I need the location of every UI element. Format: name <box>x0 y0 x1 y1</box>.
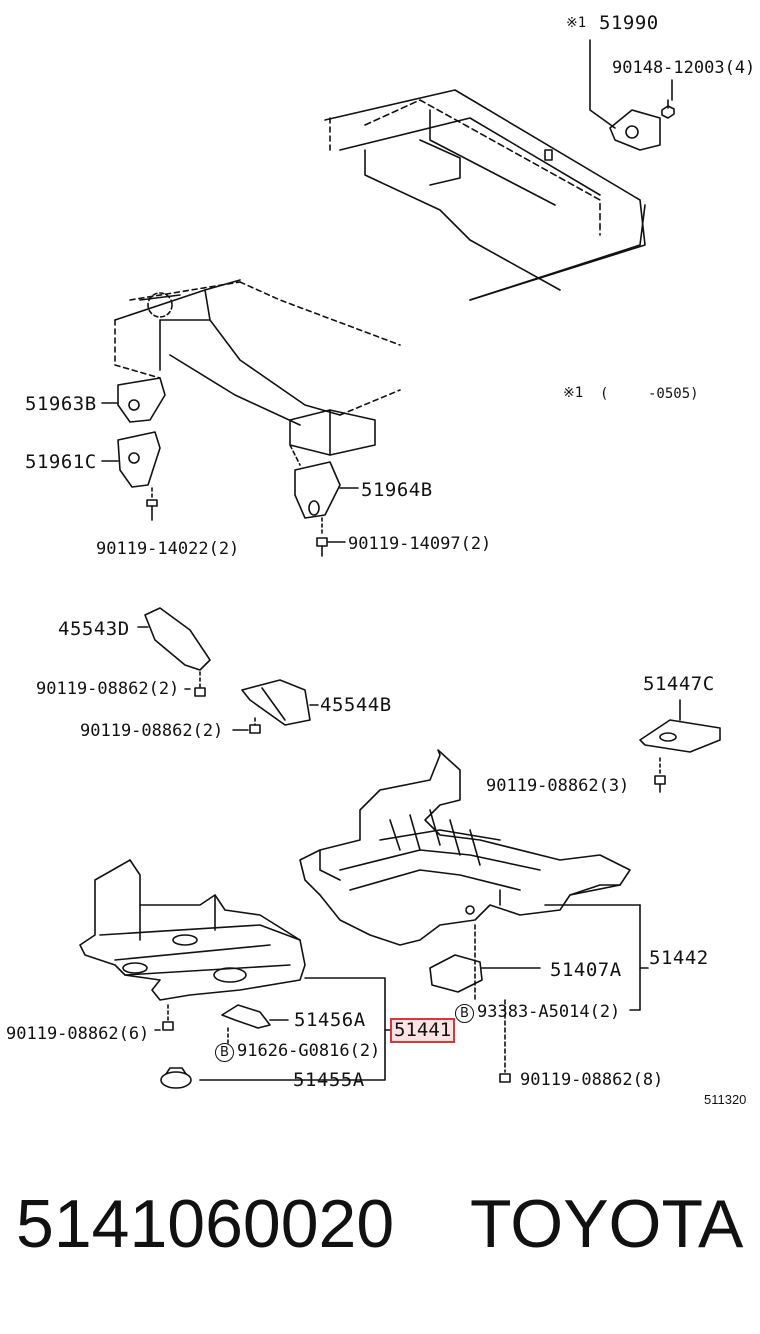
bracket-51990 <box>589 39 675 151</box>
bracket-51964b <box>294 461 359 557</box>
figure-reference: 511320 <box>704 1092 747 1107</box>
bracket-45543d <box>137 607 211 697</box>
note-range-value: -0505) <box>648 386 699 402</box>
bracket-51407a <box>429 924 649 1083</box>
label-90119-14097[interactable]: 90119-14097(2) <box>348 534 492 554</box>
front-frame <box>114 279 401 466</box>
label-51441-highlighted[interactable]: 51441 <box>390 1018 456 1043</box>
engine-under-cover <box>299 749 641 1011</box>
note-mark: ※1 <box>566 15 587 31</box>
label-51442[interactable]: 51442 <box>649 947 709 969</box>
label-90119-14022[interactable]: 90119-14022(2) <box>96 539 240 559</box>
label-51964b[interactable]: 51964B <box>361 479 433 501</box>
label-90119-08862-b[interactable]: 90119-08862(2) <box>80 721 224 741</box>
circle-b-icon-2: B <box>215 1043 234 1062</box>
label-45543d[interactable]: 45543D <box>58 618 130 640</box>
bolt-lower-left <box>154 1004 174 1031</box>
footer-brand: TOYOTA <box>470 1186 744 1262</box>
bracket-45544b <box>232 679 319 734</box>
bracket-51961c <box>101 431 161 521</box>
bracket-51456a <box>221 1004 289 1046</box>
cap-51455a <box>160 1067 192 1089</box>
label-51456a[interactable]: 51456A <box>294 1009 366 1031</box>
bracket-51963b <box>101 377 166 423</box>
note-mark-2: ※1 <box>563 385 584 401</box>
label-90119-08862-d[interactable]: 90119-08862(6) <box>6 1024 150 1044</box>
label-51447c[interactable]: 51447C <box>643 673 715 695</box>
label-51961c[interactable]: 51961C <box>25 451 97 473</box>
label-51407a[interactable]: 51407A <box>550 959 622 981</box>
label-90119-08862-a[interactable]: 90119-08862(2) <box>36 679 180 699</box>
label-51963b[interactable]: 51963B <box>25 393 97 415</box>
label-51455a[interactable]: 51455A <box>293 1069 365 1091</box>
bracket-51447c <box>639 699 721 793</box>
label-90119-08862-e[interactable]: 90119-08862(8) <box>520 1070 664 1090</box>
label-51990[interactable]: 51990 <box>599 12 659 34</box>
label-90148-12003[interactable]: 90148-12003(4) <box>612 58 756 78</box>
label-90119-08862-c[interactable]: 90119-08862(3) <box>486 776 630 796</box>
circle-b-icon: B <box>455 1004 474 1023</box>
footer-part-number: 5141060020 <box>16 1186 395 1262</box>
rear-frame <box>324 89 646 301</box>
skid-plate-51441 <box>79 859 391 1081</box>
label-45544b[interactable]: 45544B <box>320 694 392 716</box>
note-range-open: ( <box>600 386 609 402</box>
